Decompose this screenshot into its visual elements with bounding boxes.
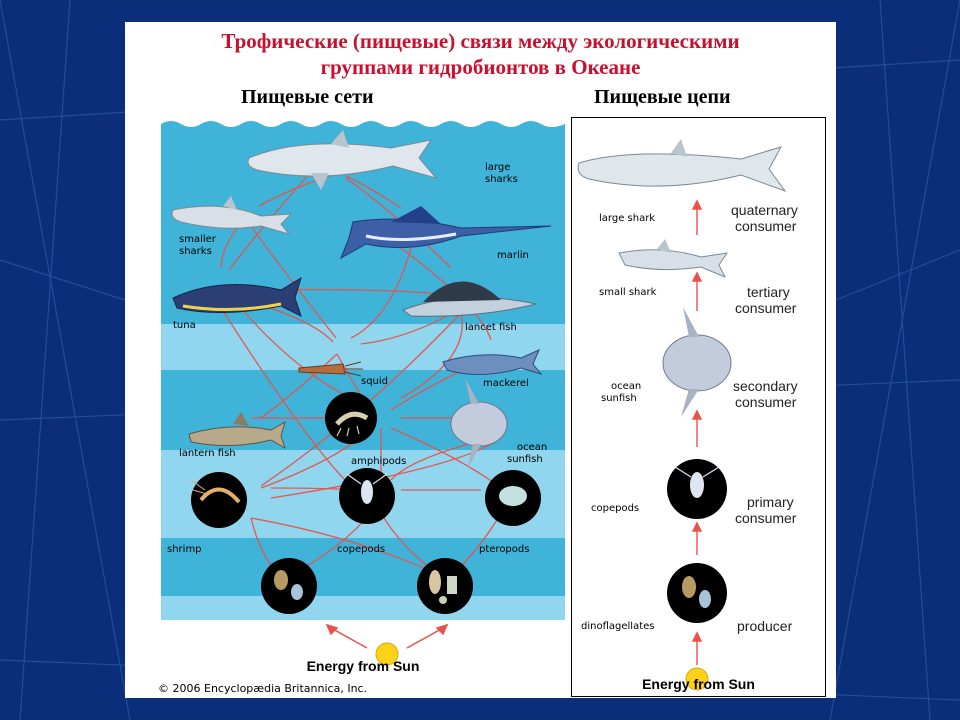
chain-level-quaternary-1: quaternary bbox=[731, 202, 798, 218]
chain-label-large-shark: large shark bbox=[599, 213, 655, 224]
label-large-sharks-2: sharks bbox=[485, 174, 518, 185]
chain-label-small-shark: small shark bbox=[599, 287, 657, 298]
food-web-energy-label: Energy from Sun bbox=[306, 658, 420, 674]
shrimp-illustration bbox=[190, 472, 247, 528]
chain-level-tertiary-1: tertiary bbox=[747, 284, 790, 300]
amphipods-illustration bbox=[325, 392, 377, 444]
chain-level-tertiary-2: consumer bbox=[735, 300, 797, 316]
slide-panel: Трофические (пищевые) связи между эколог… bbox=[125, 22, 836, 698]
chain-sun-icon bbox=[685, 667, 709, 691]
label-smaller-sharks-2: sharks bbox=[179, 246, 212, 257]
pteropods-illustration bbox=[485, 470, 541, 526]
label-ocean-sunfish-1: ocean bbox=[517, 442, 547, 453]
chain-level-quaternary-2: consumer bbox=[735, 218, 797, 234]
food-chain-diagram: large shark quaternary consumer small sh… bbox=[571, 117, 826, 697]
diatoms-illustration bbox=[417, 558, 473, 614]
food-web-heading: Пищевые сети bbox=[241, 86, 374, 108]
label-tuna: tuna bbox=[173, 320, 196, 331]
tuna-illustration bbox=[172, 276, 302, 317]
label-marlin: marlin bbox=[497, 250, 529, 261]
copepods-illustration bbox=[339, 468, 395, 524]
slide-title-line-2: группами гидробионтов в Океане bbox=[320, 55, 641, 79]
chain-level-primary-2: consumer bbox=[735, 510, 797, 526]
chain-level-primary-1: primary bbox=[747, 494, 794, 510]
label-mackerel: mackerel bbox=[483, 378, 529, 389]
dinoflagellates-illustration bbox=[261, 558, 317, 614]
smaller-shark-illustration bbox=[171, 196, 293, 235]
squid-illustration bbox=[298, 361, 363, 377]
large-shark-illustration bbox=[247, 130, 438, 190]
label-amphipods: amphipods bbox=[351, 456, 406, 467]
food-chain-heading: Пищевые цепи bbox=[594, 86, 731, 108]
lantern-fish-illustration bbox=[188, 412, 286, 450]
chain-small-shark-illustration bbox=[618, 239, 729, 278]
label-large-sharks-1: large bbox=[485, 162, 510, 173]
chain-dinoflagellates-illustration bbox=[667, 563, 727, 623]
label-ocean-sunfish-2: sunfish bbox=[507, 454, 543, 465]
chain-level-producer: producer bbox=[737, 618, 793, 634]
lancet-fish-illustration bbox=[401, 281, 537, 317]
label-pteropods: pteropods bbox=[479, 544, 529, 555]
chain-label-dinoflagellates: dinoflagellates bbox=[581, 621, 654, 632]
food-chain-energy-label: Energy from Sun bbox=[642, 676, 755, 692]
chain-level-secondary-1: secondary bbox=[733, 378, 798, 394]
food-web-diagram: large sharks smaller sharks marlin tuna … bbox=[161, 121, 565, 620]
slide-title-line-1: Трофические (пищевые) связи между эколог… bbox=[221, 29, 740, 53]
ocean-sunfish-illustration bbox=[450, 378, 508, 470]
marlin-illustration bbox=[340, 206, 552, 260]
food-web-energy bbox=[325, 623, 449, 666]
sun-icon bbox=[375, 642, 399, 666]
mackerel-illustration bbox=[442, 349, 543, 376]
label-smaller-sharks-1: smaller bbox=[179, 234, 217, 245]
chain-level-secondary-2: consumer bbox=[735, 394, 797, 410]
chain-label-ocean-sunfish-1: ocean bbox=[611, 381, 641, 392]
copyright-notice: © 2006 Encyclopædia Britannica, Inc. bbox=[158, 682, 368, 695]
label-shrimp: shrimp bbox=[167, 544, 202, 555]
label-copepods: copepods bbox=[337, 544, 385, 555]
label-lancet-fish: lancet fish bbox=[465, 322, 517, 333]
label-squid: squid bbox=[361, 376, 388, 387]
chain-label-ocean-sunfish-2: sunfish bbox=[601, 393, 637, 404]
chain-large-shark-illustration bbox=[577, 139, 787, 193]
chain-ocean-sunfish-illustration bbox=[662, 307, 732, 417]
chain-copepods-illustration bbox=[667, 459, 727, 519]
chain-label-copepods: copepods bbox=[591, 503, 639, 514]
label-lantern-fish: lantern fish bbox=[179, 448, 236, 459]
